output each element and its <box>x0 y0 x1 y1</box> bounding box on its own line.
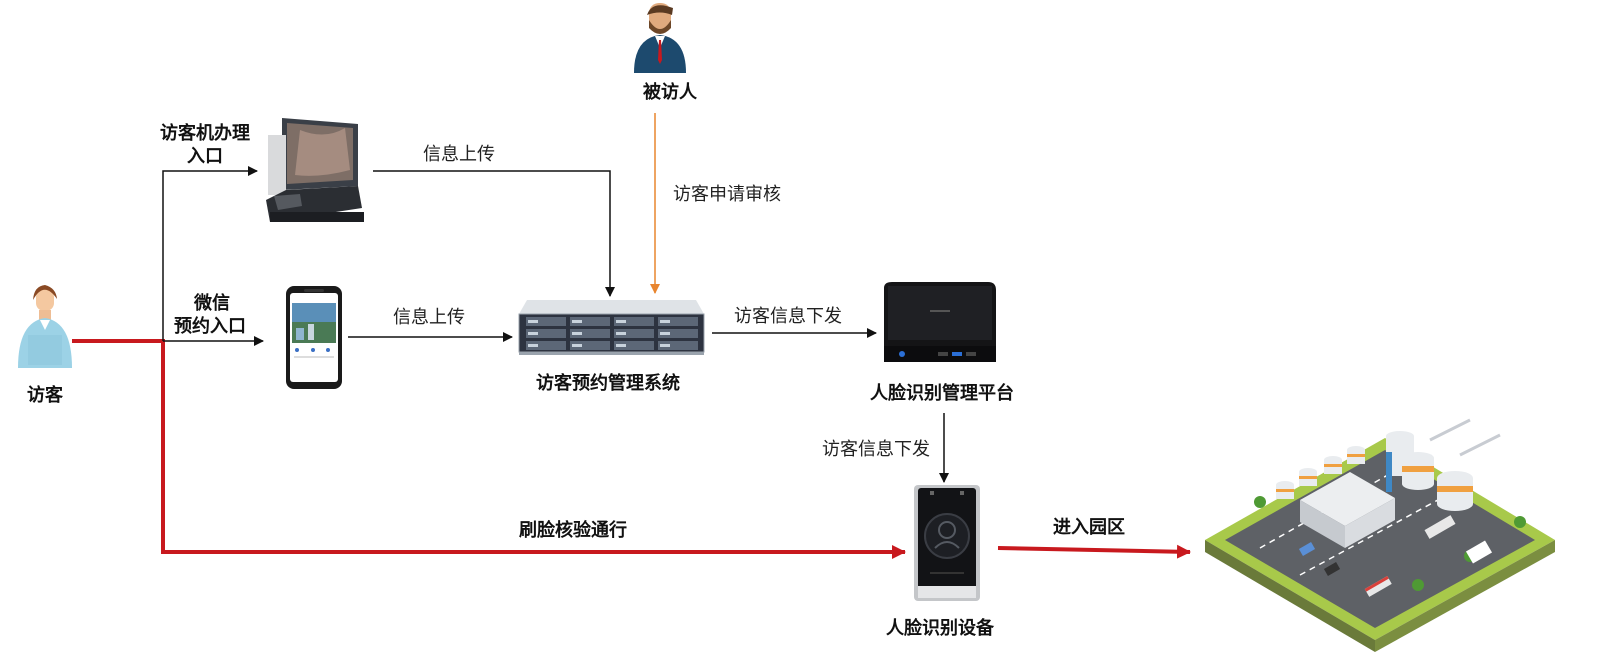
node-label-face-device: 人脸识别设备 <box>886 617 995 639</box>
node-label-wechat-2: 预约入口 <box>174 315 246 337</box>
face-device-icon <box>914 485 980 601</box>
node-label-wechat: 微信 <box>193 292 230 314</box>
node-label-kiosk: 访客机办理 <box>160 122 250 144</box>
node-label-host: 被访人 <box>643 81 698 103</box>
node-label-visitor: 访客 <box>27 384 64 406</box>
node-label-server: 访客预约管理系统 <box>536 372 680 394</box>
edge-label-face-pass: 刷脸核验通行 <box>519 519 627 541</box>
edge-face-pass-line <box>72 339 906 559</box>
face-platform-box-icon <box>884 282 996 362</box>
host-person-icon <box>634 3 686 73</box>
edge-to-kiosk <box>162 166 258 341</box>
edge-label-wechat-upload: 信息上传 <box>393 307 465 328</box>
edge-enter-park <box>997 544 1191 559</box>
edge-label-enter-park: 进入园区 <box>1053 517 1125 538</box>
edge-label-server-to-platform: 访客信息下发 <box>734 306 842 327</box>
node-label-face-platform: 人脸识别管理平台 <box>870 382 1014 404</box>
visitor-person-icon <box>18 285 72 368</box>
node-label-kiosk-2: 入口 <box>187 146 223 167</box>
edge-label-kiosk-upload: 信息上传 <box>423 144 495 165</box>
kiosk-terminal-icon <box>266 118 364 222</box>
edge-kiosk-upload <box>373 170 615 297</box>
industrial-park-illustration <box>1205 418 1555 652</box>
server-rack-icon <box>518 300 705 355</box>
edge-label-host-review: 访客申请审核 <box>673 184 781 205</box>
wechat-phone-icon <box>286 286 342 389</box>
edge-label-platform-to-device: 访客信息下发 <box>822 439 930 460</box>
